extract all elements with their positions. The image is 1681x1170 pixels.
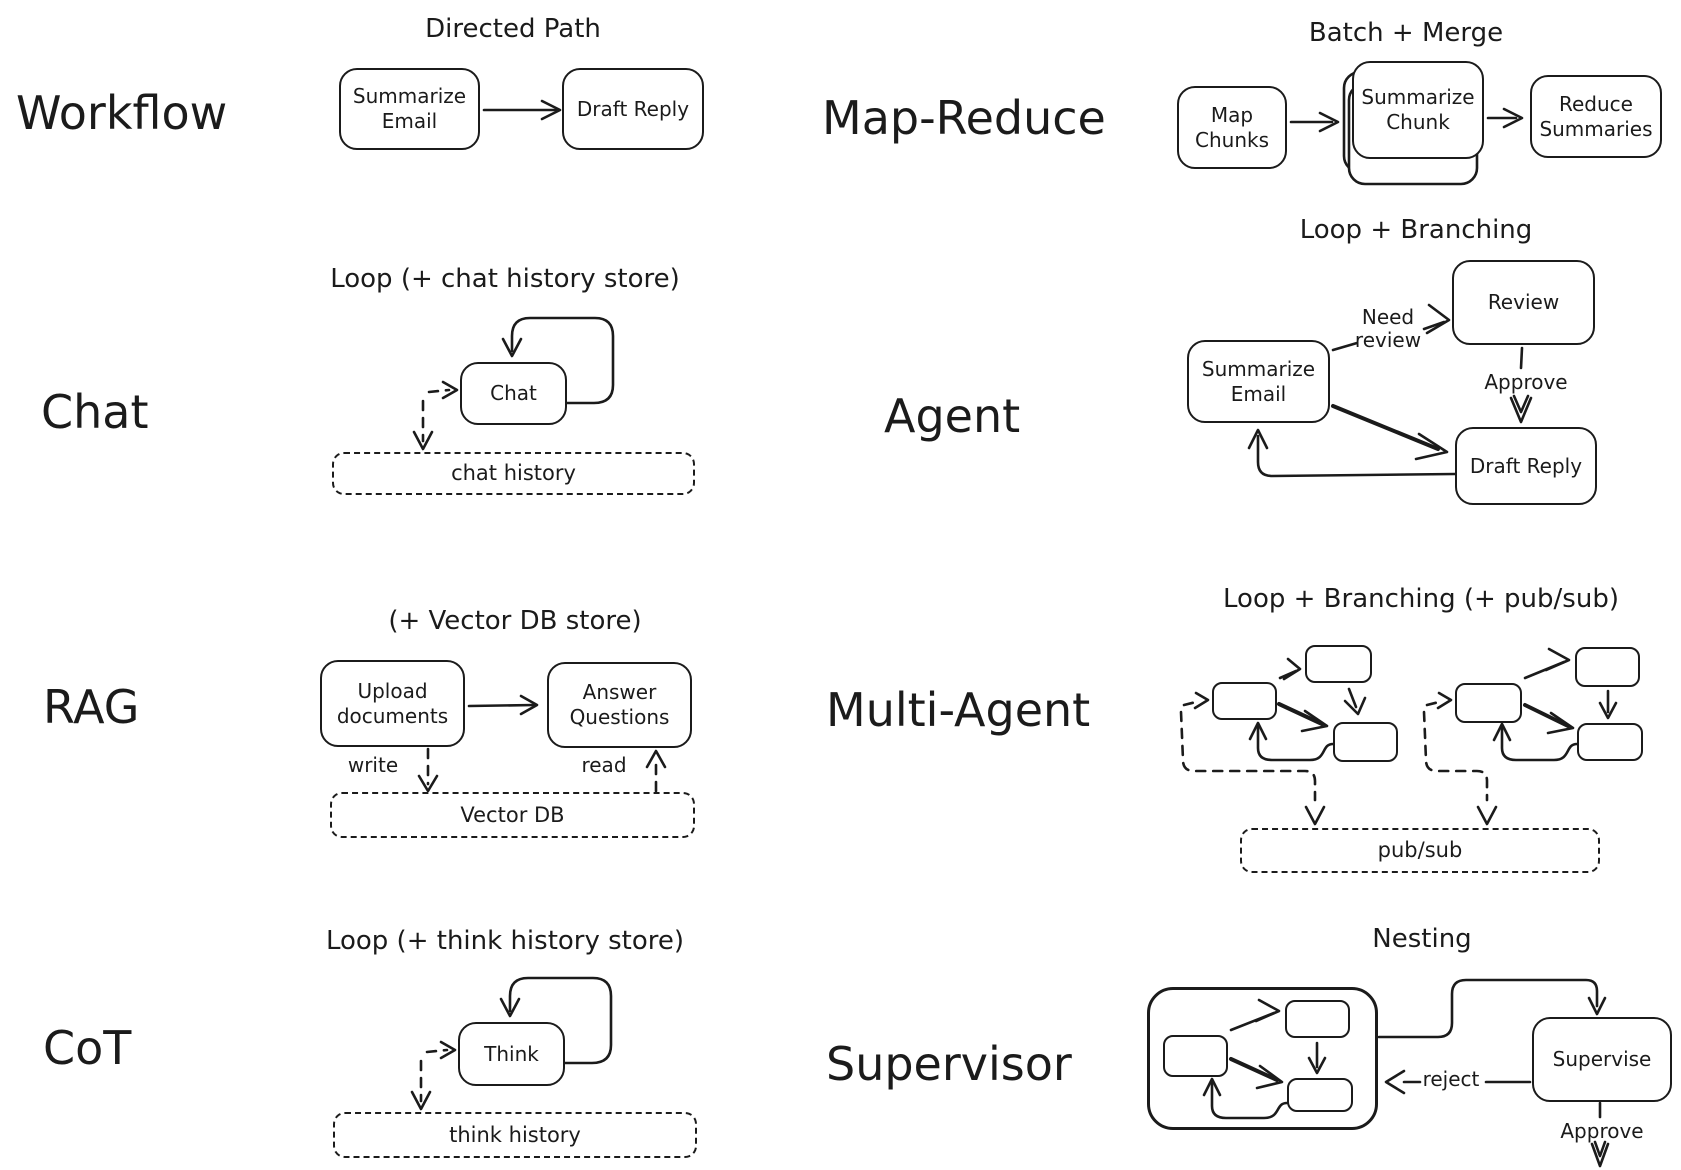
multi-agent-node: [1455, 683, 1522, 723]
workflow-edges: [482, 99, 562, 121]
multi-agent-node: [1575, 647, 1640, 687]
multi-agent-node: [1333, 722, 1398, 762]
pub-sub-store: pub/sub: [1240, 828, 1600, 873]
edge-label-approve: Approve: [1484, 370, 1568, 394]
multi-agent-cluster1-edges: [1179, 657, 1367, 826]
nesting-connector: [1377, 978, 1599, 1039]
title-nesting: Nesting: [1372, 924, 1472, 954]
workflow-node-draft-reply: Draft Reply: [562, 68, 704, 150]
supervisor-inner-node: [1287, 1078, 1353, 1112]
row-label-workflow: Workflow: [16, 86, 228, 140]
edge-label-read: read: [581, 753, 627, 777]
edge-label-need-review: Need review: [1354, 305, 1422, 352]
chat-history-store: chat history: [332, 452, 695, 495]
vector-db-store: Vector DB: [330, 792, 695, 838]
title-loop-branching: Loop + Branching: [1299, 215, 1533, 245]
cot-node-think: Think: [458, 1022, 565, 1086]
title-chat-loop: Loop (+ chat history store): [330, 264, 680, 294]
rag-node-upload-documents: Upload documents: [320, 660, 465, 747]
multi-agent-cluster2-edges: [1422, 647, 1618, 826]
multi-agent-node: [1212, 682, 1277, 720]
rag-node-answer-questions: Answer Questions: [547, 662, 692, 748]
title-batch-merge: Batch + Merge: [1308, 18, 1504, 48]
row-label-multi-agent: Multi-Agent: [826, 683, 1091, 737]
multi-agent-node: [1305, 645, 1372, 683]
title-think-loop: Loop (+ think history store): [325, 926, 685, 956]
supervisor-nested-container: [1147, 987, 1378, 1130]
edge-label-supervisor-approve: Approve: [1560, 1119, 1644, 1143]
cot-self-loop: [508, 976, 613, 1065]
map-reduce-node-map-chunks: Map Chunks: [1177, 86, 1287, 169]
chat-edges: [412, 316, 615, 451]
map-reduce-node-summarize-chunk: Summarize Chunk: [1352, 61, 1484, 159]
multi-agent-node: [1577, 723, 1643, 761]
supervisor-edges: [1202, 978, 1610, 1168]
agent-node-draft-reply: Draft Reply: [1455, 427, 1597, 505]
agent-node-summarize-email: Summarize Email: [1187, 340, 1330, 423]
edge-label-write: write: [347, 753, 399, 777]
row-label-agent: Agent: [884, 389, 1021, 443]
edge-label-reject: reject: [1422, 1067, 1480, 1091]
row-label-chat: Chat: [41, 385, 149, 439]
title-loop-pubsub: Loop + Branching (+ pub/sub): [1223, 584, 1619, 614]
title-directed-path: Directed Path: [425, 14, 601, 44]
agent-return-loop: [1256, 434, 1457, 478]
supervisor-inner-node: [1285, 1000, 1350, 1038]
supervisor-node-supervise: Supervise: [1532, 1017, 1672, 1102]
map-reduce-node-reduce-summaries: Reduce Summaries: [1530, 75, 1662, 158]
chat-self-loop: [510, 316, 615, 405]
supervisor-inner-node: [1163, 1035, 1228, 1077]
agent-edges: [1247, 303, 1533, 478]
row-label-map-reduce: Map-Reduce: [822, 91, 1106, 145]
rag-edges: [417, 694, 667, 793]
agent-node-review: Review: [1452, 260, 1595, 345]
workflow-node-summarize-email: Summarize Email: [339, 68, 480, 150]
think-history-store: think history: [333, 1112, 697, 1158]
title-vector-db: (+ Vector DB store): [388, 606, 642, 636]
row-label-supervisor: Supervisor: [826, 1037, 1072, 1091]
row-label-rag: RAG: [43, 680, 140, 734]
chat-node: Chat: [460, 362, 567, 425]
cot-edges: [410, 976, 613, 1111]
row-label-cot: CoT: [43, 1021, 132, 1075]
